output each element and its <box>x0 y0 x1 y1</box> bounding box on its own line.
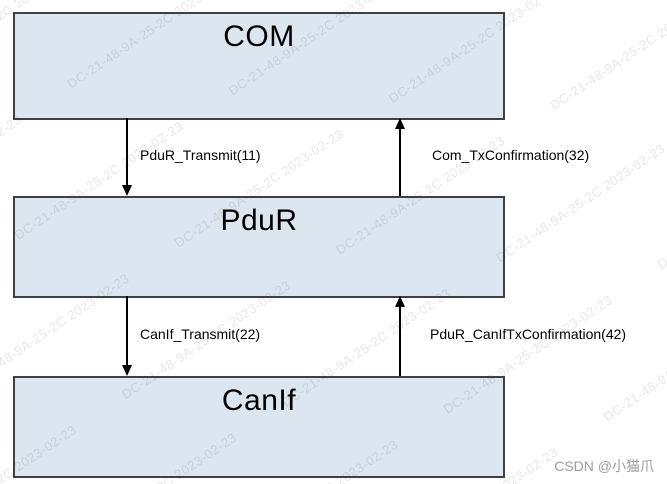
arrow-up-icon <box>395 118 405 129</box>
box-pdur-title: PduR <box>220 204 298 237</box>
arrow-down-icon <box>122 365 132 376</box>
arrow-canif-transmit-shaft <box>126 296 128 366</box>
arrow-up-icon <box>395 296 405 307</box>
arrow-pdur-transmit-shaft <box>126 118 128 188</box>
watermark-text: DC-21-48-9A-25-2C 2023-02-23 <box>654 147 667 272</box>
box-com: COM <box>13 12 505 120</box>
edge-label-pdur-transmit: PduR_Transmit(11) <box>140 147 261 163</box>
arrow-down-icon <box>122 185 132 196</box>
watermark-text: DC-21-48-9A-25-2C 2023-02-23 <box>600 299 667 424</box>
edge-label-canif-transmit: CanIf_Transmit(22) <box>140 326 261 342</box>
edge-label-pdur-canif-txconfirmation: PduR_CanIfTxConfirmation(42) <box>430 326 627 342</box>
box-pdur: PduR <box>13 196 505 298</box>
csdn-credit: CSDN @小猫爪 <box>554 458 654 474</box>
edge-label-com-txconfirmation: Com_TxConfirmation(32) <box>432 147 590 163</box>
box-com-title: COM <box>223 20 295 53</box>
box-canif: CanIf <box>13 376 505 478</box>
watermark-text: DC-21-48-9A-25-2C 2023-02-23 <box>547 0 667 113</box>
arrow-com-txconfirmation-shaft <box>399 128 401 196</box>
box-canif-title: CanIf <box>221 384 297 417</box>
arrow-pdur-canif-txconfirmation-shaft <box>399 306 401 376</box>
